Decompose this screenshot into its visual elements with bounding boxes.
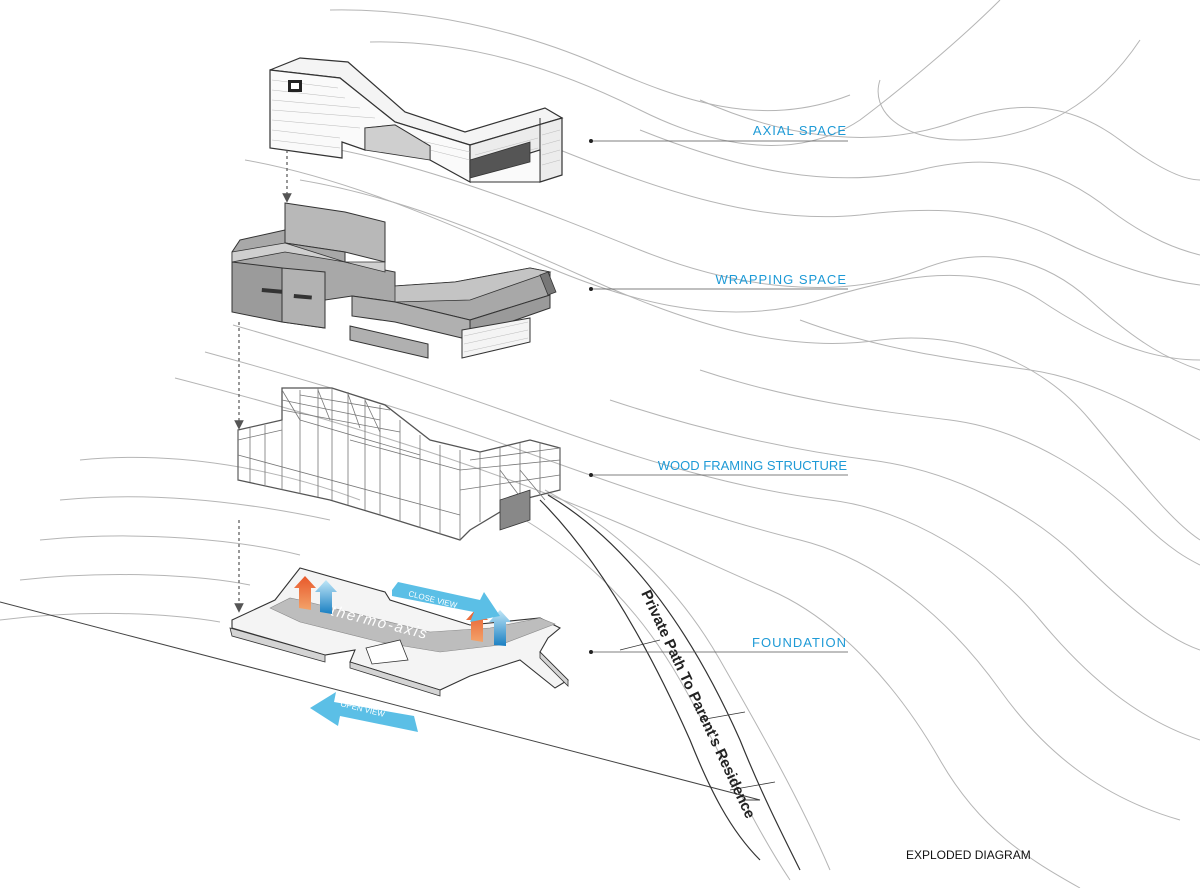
foundation-model bbox=[229, 567, 569, 697]
wood-framing-callout: WOOD FRAMING STRUCTURE bbox=[589, 458, 848, 477]
thermo-axis-band bbox=[269, 597, 556, 653]
open-view-arrow: OPEN VIEW bbox=[310, 692, 418, 732]
diagram-caption: EXPLODED DIAGRAM bbox=[906, 848, 1031, 862]
axial-space-model bbox=[269, 57, 564, 184]
private-path-label: Private Path To Parent's Residence bbox=[637, 588, 758, 822]
wrapping-space-callout: WRAPPING SPACE bbox=[589, 272, 848, 291]
wrapping-space-label: WRAPPING SPACE bbox=[715, 272, 847, 287]
cool-air-icon bbox=[315, 580, 511, 646]
axial-space-label: AXIAL SPACE bbox=[753, 123, 847, 138]
axial-space-callout: AXIAL SPACE bbox=[589, 123, 848, 143]
wood-framing-model bbox=[237, 387, 561, 541]
heat-flow-arrows bbox=[294, 576, 511, 646]
ground-plane-edge bbox=[0, 601, 761, 801]
wood-framing-label: WOOD FRAMING STRUCTURE bbox=[658, 458, 848, 473]
private-path bbox=[539, 494, 801, 871]
foundation-callout: FOUNDATION bbox=[589, 635, 848, 654]
wrapping-space-model bbox=[231, 202, 557, 359]
foundation-label: FOUNDATION bbox=[752, 635, 847, 650]
